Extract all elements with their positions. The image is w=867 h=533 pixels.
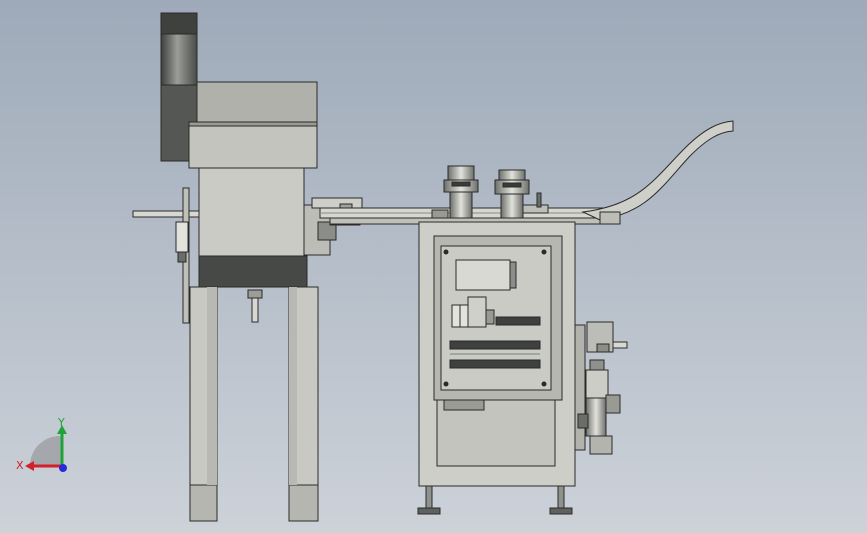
axis-label-x: X: [16, 459, 24, 472]
curved-chute: [581, 120, 734, 221]
linear-track: [319, 120, 734, 225]
feeder-horizontal-bar: [132, 210, 200, 218]
feeder-main-body: [198, 167, 305, 257]
cylinder-left: [443, 165, 479, 219]
cabinet-lower-opening: [436, 399, 556, 467]
foot-left: [425, 485, 433, 509]
foot-right: [557, 485, 565, 509]
axis-triad: [25, 425, 67, 472]
breaker-group: [451, 296, 495, 328]
panel-display: [455, 259, 511, 291]
terminal-rail-2: [449, 340, 541, 350]
pneumatic-unit: [574, 321, 628, 455]
feeder-base-band: [198, 255, 308, 288]
cylinder-right: [494, 169, 530, 219]
axis-label-y: Y: [57, 416, 65, 429]
terminal-rail-1: [495, 316, 541, 326]
feeder-step-housing: [188, 121, 318, 169]
filter-bowl: [585, 397, 607, 437]
bowl-feeder: [132, 12, 363, 522]
feeder-upper-housing: [196, 81, 318, 123]
filter-regulator: [585, 369, 609, 399]
small-sensor: [536, 192, 542, 208]
control-cabinet: [417, 221, 576, 515]
terminal-rail-3: [449, 359, 541, 369]
